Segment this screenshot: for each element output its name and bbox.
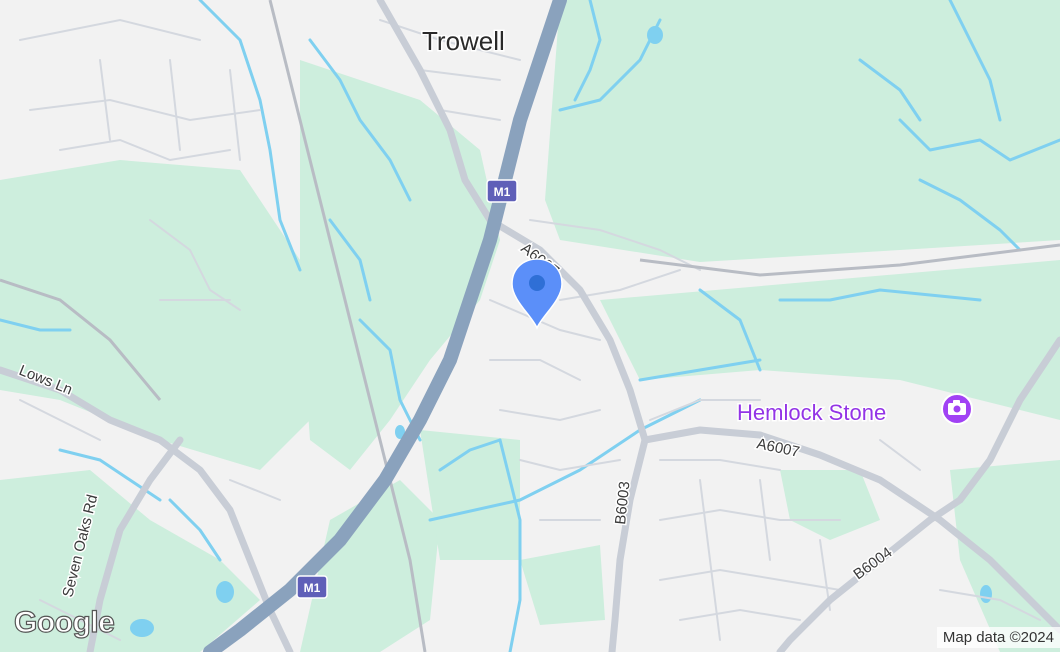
svg-text:M1: M1 — [494, 185, 511, 199]
location-pin-icon[interactable] — [511, 258, 563, 330]
place-label-trowell: Trowell — [422, 26, 505, 56]
m1-shield-top: M1 — [486, 179, 518, 203]
minor-roads — [19, 18, 1041, 641]
m1-motorway — [203, 0, 567, 652]
google-logo: Google — [13, 605, 115, 639]
svg-text:M1: M1 — [304, 581, 321, 595]
poi-label-hemlock-stone[interactable]: Hemlock Stone — [736, 399, 888, 427]
camera-icon[interactable] — [941, 393, 973, 425]
m1-shield-bottom: M1 — [296, 575, 328, 599]
road-label-b6003: B6003 — [612, 481, 633, 526]
map-attribution[interactable]: Map data ©2024 — [936, 627, 1060, 648]
